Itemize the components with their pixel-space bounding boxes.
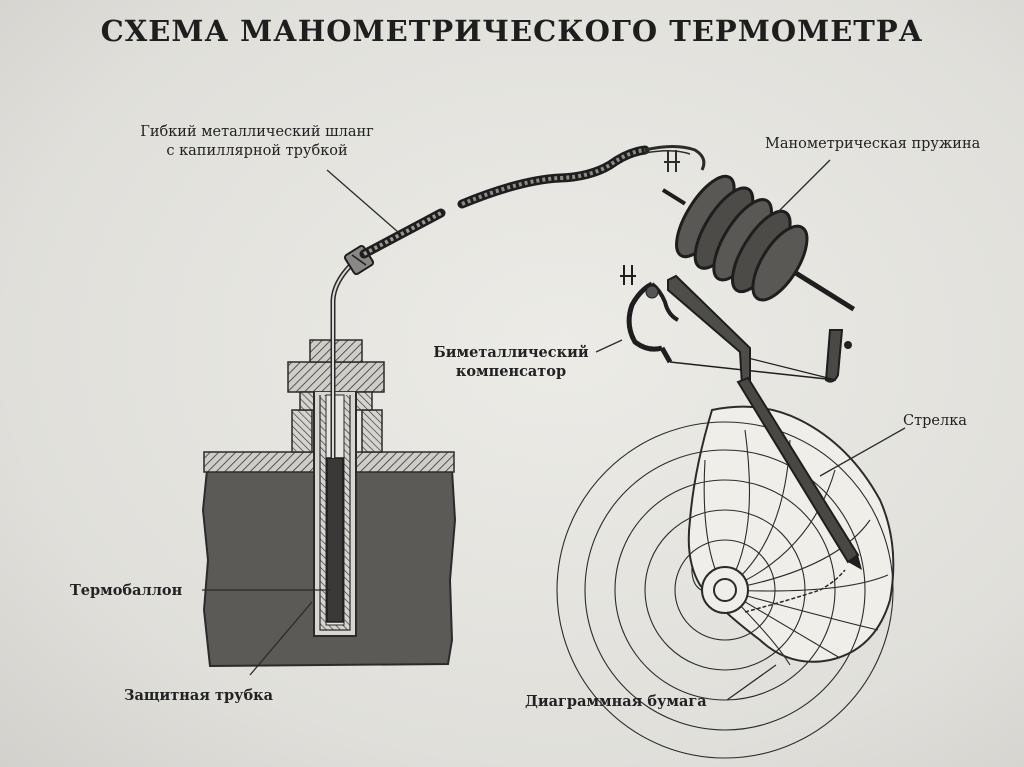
label-comp-line1: Биметаллический xyxy=(433,344,589,361)
label-pointer: Стрелка xyxy=(903,413,967,429)
flexible-hose-right xyxy=(457,145,706,209)
label-bimetallic-compensator: Биметаллический компенсатор xyxy=(426,343,596,381)
label-protective-tube: Защитная трубка xyxy=(124,687,273,704)
capillary xyxy=(330,264,352,458)
label-comp-line2: компенсатор xyxy=(455,363,567,380)
pointer xyxy=(736,376,862,570)
chart-paper xyxy=(556,405,895,759)
label-flexible-hose: Гибкий металлический шланг с капиллярной… xyxy=(122,123,392,161)
bimetallic-compensator xyxy=(620,265,837,381)
leader-lines xyxy=(202,159,906,701)
label-manometric-spring: Манометрическая пружина xyxy=(765,136,981,152)
label-hose-line1: Гибкий металлический шланг xyxy=(140,124,374,140)
label-chart-paper: Диаграммная бумага xyxy=(525,693,707,710)
thermobulb xyxy=(326,457,344,623)
label-thermobulb: Термобаллон xyxy=(70,582,183,599)
label-hose-line2: с капиллярной трубкой xyxy=(166,143,348,159)
manometric-spring xyxy=(661,150,856,383)
diagram-title: СХЕМА МАНОМЕТРИЧЕСКОГО ТЕРМОМЕТРА xyxy=(100,14,924,48)
flexible-hose-left xyxy=(359,208,446,259)
